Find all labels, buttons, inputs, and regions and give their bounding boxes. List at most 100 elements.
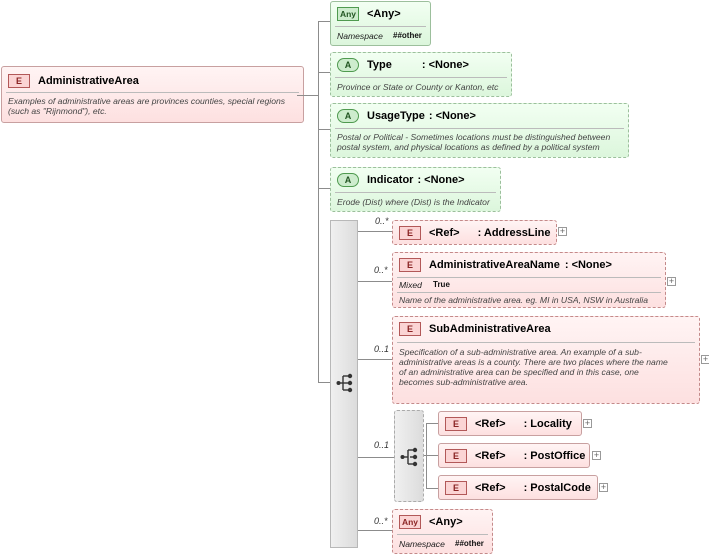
attr-branch-usagetype	[318, 129, 330, 130]
element-any-separator	[397, 534, 488, 535]
element-postoffice-name: : PostOffice	[523, 450, 586, 462]
element-postalcode-box[interactable]: E <Ref> : PostalCode	[438, 475, 598, 500]
attribute-any-box[interactable]: Any <Any> Namespace ##other	[330, 1, 431, 46]
choice-branch-postalcode	[426, 488, 438, 489]
cardinality-addressline: 0..*	[375, 216, 389, 226]
attribute-any-separator	[335, 26, 426, 27]
element-icon: E	[445, 449, 467, 463]
attribute-indicator-header: A Indicator : <None>	[337, 171, 465, 189]
cardinality-any: 0..*	[374, 516, 388, 526]
sequence-compositor[interactable]	[330, 220, 358, 548]
attribute-any-name: <Any>	[367, 8, 401, 20]
attribute-type-box[interactable]: A Type : <None> Province or State or Cou…	[330, 52, 512, 97]
element-postoffice-box[interactable]: E <Ref> : PostOffice	[438, 443, 590, 468]
attribute-usagetype-name: UsageType	[367, 110, 425, 122]
expand-postoffice-icon[interactable]: +	[592, 450, 601, 460]
element-postalcode-header: E <Ref> : PostalCode	[445, 479, 591, 497]
any-element-icon: Any	[399, 515, 421, 529]
expand-adminareaname-icon[interactable]: +	[667, 276, 676, 286]
root-expander-line	[297, 95, 304, 96]
attribute-type-header: A Type : <None>	[337, 56, 469, 74]
element-locality-ref: <Ref>	[475, 418, 506, 430]
attribute-usagetype-description: Postal or Political - Sometimes location…	[337, 132, 611, 152]
root-connector	[304, 95, 318, 96]
element-locality-name: : Locality	[523, 418, 572, 430]
attribute-type-separator	[335, 77, 507, 78]
element-any-box[interactable]: Any <Any> Namespace ##other	[392, 509, 493, 554]
expand-locality-icon[interactable]: +	[583, 418, 592, 428]
attribute-any-namespace-value: ##other	[393, 31, 422, 40]
expand-addressline-icon[interactable]: +	[558, 226, 567, 236]
attribute-usagetype-type: : <None>	[428, 110, 476, 122]
element-subadminarea-box[interactable]: E SubAdministrativeArea Specification of…	[392, 316, 700, 404]
attribute-indicator-box[interactable]: A Indicator : <None> Erode (Dist) where …	[330, 167, 501, 212]
choice-branch-postoffice	[424, 455, 438, 456]
element-adminareaname-mixed-value: True	[433, 280, 450, 289]
element-addressline-ref: <Ref>	[429, 227, 460, 239]
element-postoffice-header: E <Ref> : PostOffice	[445, 447, 585, 465]
attribute-indicator-name: Indicator	[367, 174, 414, 186]
element-icon: E	[445, 417, 467, 431]
root-element-description: Examples of administrative areas are pro…	[8, 96, 286, 116]
root-element-header: E AdministrativeArea	[8, 72, 139, 90]
choice-compositor[interactable]	[394, 410, 424, 502]
attribute-any-namespace-label: Namespace	[337, 31, 383, 41]
attr-branch-indicator	[318, 188, 330, 189]
element-adminareaname-type: : <None>	[564, 259, 612, 271]
attribute-icon: A	[337, 109, 359, 123]
attribute-type-description: Province or State or County or Kanton, e…	[337, 82, 499, 92]
element-postoffice-ref: <Ref>	[475, 450, 506, 462]
element-addressline-header: E <Ref> : AddressLine	[399, 224, 551, 242]
attribute-any-header: Any <Any>	[337, 5, 401, 23]
element-subadminarea-header: E SubAdministrativeArea	[399, 320, 551, 338]
element-subadminarea-description: Specification of a sub-administrative ar…	[399, 347, 668, 387]
choice-branch-locality	[426, 423, 438, 424]
expand-subadminarea-icon[interactable]: +	[701, 354, 709, 364]
attribute-icon: A	[337, 58, 359, 72]
attr-branch-any	[318, 21, 330, 22]
expand-postalcode-icon[interactable]: +	[599, 482, 608, 492]
element-addressline-name: : AddressLine	[477, 227, 551, 239]
element-any-header: Any <Any>	[399, 513, 463, 531]
element-adminareaname-header: E AdministrativeAreaName : <None>	[399, 256, 612, 274]
root-element-name: AdministrativeArea	[38, 75, 139, 87]
root-element-box[interactable]: E AdministrativeArea Examples of adminis…	[1, 66, 304, 123]
element-addressline-box[interactable]: E <Ref> : AddressLine	[392, 220, 557, 245]
attribute-icon: A	[337, 173, 359, 187]
element-any-namespace-label: Namespace	[399, 539, 445, 549]
attribute-usagetype-box[interactable]: A UsageType : <None> Postal or Political…	[330, 103, 629, 158]
element-adminareaname-separator	[397, 277, 661, 278]
sequence-icon	[336, 373, 353, 393]
element-icon: E	[445, 481, 467, 495]
cardinality-adminareaname: 0..*	[374, 265, 388, 275]
cardinality-subadminarea: 0..1	[374, 344, 390, 354]
attribute-usagetype-separator	[335, 128, 624, 129]
root-separator	[6, 92, 299, 93]
sequence-branch	[318, 382, 330, 383]
attribute-indicator-type: : <None>	[417, 174, 465, 186]
seq-branch-subadminarea	[358, 359, 392, 360]
attribute-indicator-separator	[335, 192, 496, 193]
element-locality-box[interactable]: E <Ref> : Locality	[438, 411, 582, 436]
attribute-usagetype-header: A UsageType : <None>	[337, 107, 476, 125]
any-attribute-icon: Any	[337, 7, 359, 21]
element-adminareaname-separator2	[397, 292, 661, 293]
element-adminareaname-box[interactable]: E AdministrativeAreaName : <None> Mixed …	[392, 252, 666, 308]
attribute-indicator-description: Erode (Dist) where (Dist) is the Indicat…	[337, 197, 490, 207]
attributes-trunk	[318, 21, 319, 382]
element-subadminarea-separator	[397, 342, 695, 343]
seq-branch-any	[358, 530, 392, 531]
element-icon: E	[399, 258, 421, 272]
element-adminareaname-description: Name of the administrative area. eg. MI …	[399, 295, 648, 305]
element-any-name: <Any>	[429, 516, 463, 528]
element-locality-header: E <Ref> : Locality	[445, 415, 572, 433]
element-adminareaname-mixed-label: Mixed	[399, 280, 422, 290]
element-subadminarea-name: SubAdministrativeArea	[429, 323, 551, 335]
attribute-type-name: Type	[367, 59, 392, 71]
seq-branch-addressline	[358, 231, 392, 232]
attr-branch-type	[318, 72, 330, 73]
attribute-type-type: : <None>	[421, 59, 469, 71]
element-icon: E	[399, 226, 421, 240]
cardinality-choice: 0..1	[374, 440, 390, 450]
element-adminareaname-name: AdministrativeAreaName	[429, 259, 560, 271]
